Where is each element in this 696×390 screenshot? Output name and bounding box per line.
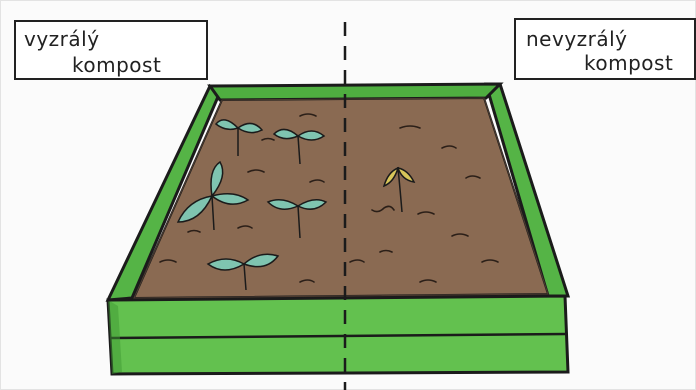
box-front-panel [108,296,568,374]
